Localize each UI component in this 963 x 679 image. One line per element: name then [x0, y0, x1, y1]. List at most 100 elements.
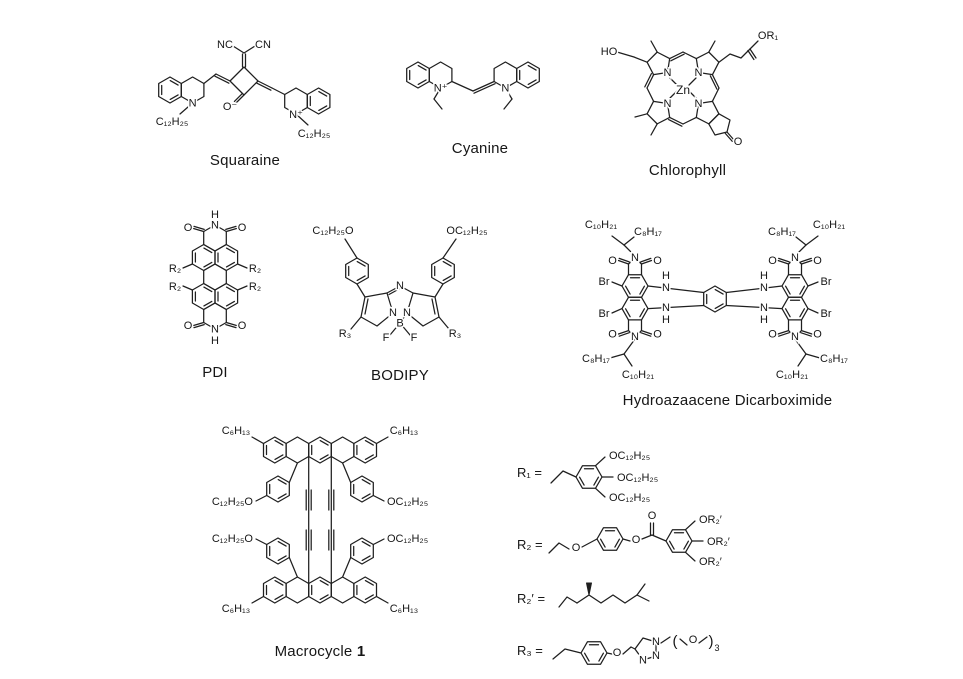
substituent-label-r3: R₃	[449, 328, 461, 340]
atom-label-h: H	[662, 270, 670, 282]
atom-label-br: Br	[821, 308, 832, 320]
atom-label-nc: NC	[217, 39, 233, 51]
atom-label-n: N	[211, 324, 219, 336]
r2-definition: R₂ = O O O OR₂′ OR₂′ OR₂′	[516, 509, 732, 570]
pdi-bonds	[182, 224, 248, 330]
chain-label: C₆H₁₃	[222, 603, 251, 615]
panel-chlorophyll: HO OR₁ Zn N N N N O Chlorophyll	[580, 8, 795, 180]
atom-label-n: N	[211, 220, 219, 232]
atom-label-zn: Zn	[676, 83, 690, 97]
panel-macrocycle: C₆H₁₃ C₆H₁₃ C₆H₁₃ C₆H₁₃ C₁₂H₂₅O OC₁₂H₂₅ …	[135, 405, 505, 661]
atom-label-o: O	[608, 329, 617, 341]
chain-label: C₈H₁₇	[820, 353, 848, 365]
atom-label-o: O	[632, 534, 641, 546]
chain-label: OC₁₂H₂₅	[609, 450, 650, 462]
atom-label-o: O	[238, 222, 247, 234]
bodipy-bonds	[344, 238, 457, 336]
atom-label-n: N	[664, 67, 672, 79]
atom-label-ho: HO	[601, 46, 618, 58]
atom-label-n: N	[695, 67, 703, 79]
atom-label-f: F	[411, 332, 418, 344]
cyanine-atoms: N⁺ N	[432, 81, 511, 96]
bodipy-atoms: C₁₂H₂₅O OC₁₂H₂₅ N N N B F F R₃ R₃	[311, 224, 489, 346]
chain-label: OC₁₂H₂₅	[609, 492, 650, 504]
chain-label: C₁₀H₂₁	[813, 219, 845, 231]
caption-pdi: PDI	[202, 364, 228, 381]
atom-label-o: O	[613, 647, 622, 659]
chain-label: C₆H₁₃	[390, 425, 419, 437]
chain-label: C₆H₁₃	[222, 425, 251, 437]
atom-label-br: Br	[599, 308, 610, 320]
pdi-structure: H N O O R₂ R₂ R₂ R₂ N H O O	[167, 208, 262, 349]
panel-r-groups: R₁ = OC₁₂H₂₅ OC₁₂H₂₅ OC₁₂H₂₅ R₂ = O O	[505, 425, 925, 670]
cyanine-bonds	[406, 61, 540, 110]
atom-label-n: N	[501, 83, 509, 95]
hydroazaacene-bonds	[609, 235, 821, 367]
chain-label: C₈H₁₇	[634, 226, 662, 238]
paren-close: )	[709, 633, 714, 650]
atom-label-n-plus: N⁺	[289, 109, 303, 121]
repeat-subscript: 3	[714, 643, 719, 653]
caption-macrocycle-number: 1	[356, 643, 366, 660]
macrocycle-bonds	[251, 436, 389, 604]
atom-label-n: N	[760, 302, 768, 314]
cyanine-structure: N⁺ N	[406, 61, 540, 110]
atom-label-o: O	[238, 320, 247, 332]
atom-label-o: O	[572, 542, 581, 554]
atom-label-n: N	[760, 282, 768, 294]
caption-macrocycle-prefix: Macrocycle	[274, 643, 357, 660]
panel-squaraine: NC CN O⁻ N C₁₂H₂₅ N⁺ C₁₂H₂₅ Squaraine	[130, 8, 360, 170]
chain-label: C₈H₁₇	[582, 353, 610, 365]
squaraine-bonds	[158, 45, 331, 126]
atom-label-o: O	[653, 329, 662, 341]
chain-label: C₁₂H₂₅	[156, 116, 189, 128]
atom-label-n: N	[631, 252, 639, 264]
r1-definition: R₁ = OC₁₂H₂₅ OC₁₂H₂₅ OC₁₂H₂₅	[516, 449, 660, 506]
atom-label-n: N	[791, 331, 799, 343]
substituent-label: OR₂′	[699, 514, 722, 526]
squaraine-atoms: NC CN O⁻ N C₁₂H₂₅ N⁺ C₁₂H₂₅	[154, 38, 332, 142]
chlorophyll-atoms: HO OR₁ Zn N N N N O	[599, 29, 780, 150]
panel-cyanine: N⁺ N Cyanine	[385, 30, 575, 157]
r3-label: R₃ =	[517, 643, 543, 658]
chain-label: OC₁₂H₂₅	[446, 225, 487, 237]
atom-label-n: N	[652, 650, 660, 662]
atom-label-n: N	[662, 282, 670, 294]
caption-squaraine: Squaraine	[209, 152, 281, 169]
atom-label-n: N	[662, 302, 670, 314]
atom-label-h: H	[211, 209, 219, 221]
chlorophyll-bonds	[616, 40, 759, 143]
atom-label-o-minus: O⁻	[223, 101, 238, 113]
atom-label-n: N	[389, 307, 397, 319]
atom-label-o: O	[768, 255, 777, 267]
substituent-label-r2: R₂	[249, 263, 261, 275]
chain-label: OC₁₂H₂₅	[387, 496, 428, 508]
atom-label-cn: CN	[255, 39, 271, 51]
atom-label-o: O	[813, 255, 822, 267]
atom-label-h: H	[760, 270, 768, 282]
chain-label: OC₁₂H₂₅	[387, 533, 428, 545]
caption-chlorophyll: Chlorophyll	[648, 162, 727, 179]
caption-hydroazaacene: Hydroazaacene Dicarboximide	[622, 392, 833, 409]
atom-label-n: N	[631, 331, 639, 343]
substituent-label-r2: R₂	[169, 263, 181, 275]
atom-label-o: O	[648, 510, 657, 522]
atom-label-o: O	[608, 255, 617, 267]
atom-label-n: N	[639, 655, 647, 667]
bodipy-structure: C₁₂H₂₅O OC₁₂H₂₅ N N N B F F R₃ R₃	[311, 224, 489, 346]
atom-label-n: N	[189, 98, 197, 110]
caption-bodipy: BODIPY	[371, 367, 429, 384]
substituent-label-r2: R₂	[249, 281, 261, 293]
atom-label-o: O	[768, 329, 777, 341]
atom-label-n: N	[791, 252, 799, 264]
paren-open: (	[673, 633, 678, 650]
chain-label: OC₁₂H₂₅	[617, 472, 658, 484]
atom-label-o: O	[184, 320, 193, 332]
chain-label: C₁₂H₂₅	[298, 128, 331, 140]
chain-label: C₆H₁₃	[390, 603, 419, 615]
atom-label-o: O	[184, 222, 193, 234]
atom-label-o: O	[653, 255, 662, 267]
atom-label-br: Br	[599, 276, 610, 288]
r3-definition: R₃ = O N N N ( O ) 3	[516, 632, 722, 669]
atom-label-h: H	[662, 314, 670, 326]
